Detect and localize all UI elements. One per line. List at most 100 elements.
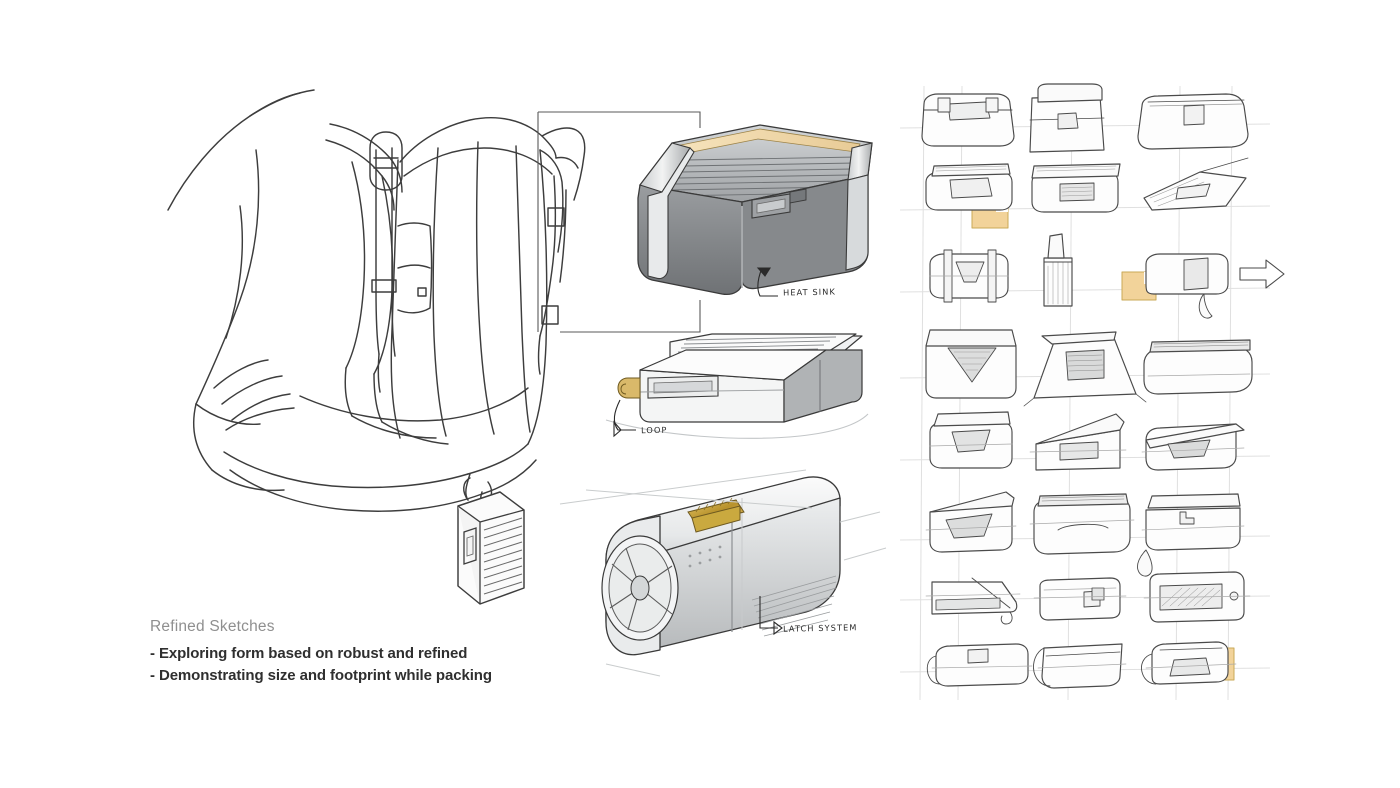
buckle	[369, 131, 403, 191]
backpack-base-right	[467, 443, 529, 475]
thumb-r7c2	[1033, 577, 1127, 621]
backpack-lid-seam	[403, 147, 553, 177]
thumb-r5c2	[1029, 413, 1127, 471]
callout-label-heat-sink: HEAT SINK	[782, 286, 837, 298]
lp-callout-arrow	[613, 399, 636, 438]
backpack-base-seam	[299, 387, 529, 422]
lt-latch	[687, 497, 745, 533]
lp-right-face	[783, 349, 863, 423]
compression-strap-2	[391, 147, 396, 357]
lt-fan-hub	[630, 575, 650, 601]
person-hand	[213, 359, 269, 389]
leader-line-bottom	[560, 300, 701, 333]
strap-keeper	[371, 279, 397, 293]
side-pocket-tab	[417, 287, 427, 297]
hs-left-bevel-2	[647, 147, 695, 280]
backpack-base-2	[229, 469, 483, 512]
right-strap-2	[539, 175, 557, 337]
thumb-r5c1	[929, 411, 1013, 469]
backpack-base-fold-2	[381, 421, 449, 445]
backpack-panel-2	[475, 141, 495, 435]
right-buckle-1	[547, 207, 565, 227]
hs-callout-arrow	[756, 267, 778, 297]
thumb-r6c2	[1029, 493, 1135, 555]
backpack-lid-flap	[541, 127, 586, 201]
lp-seam	[639, 389, 785, 393]
caption-title: Refined Sketches	[150, 618, 275, 635]
person-hand-3	[231, 393, 291, 421]
device-heat-fins	[483, 517, 523, 595]
backpack-base	[223, 451, 469, 489]
render-latch	[559, 469, 887, 677]
person-hand-2	[221, 375, 283, 405]
thumb-r4c1	[925, 329, 1017, 399]
thumb-r8c2	[1033, 643, 1127, 689]
right-strap-1	[539, 149, 564, 253]
backpack-lid-flap-edge	[555, 156, 579, 169]
callout-label-latch-system: LATCH SYSTEM	[782, 622, 858, 634]
hs-handle-inner	[756, 198, 786, 214]
device-handle	[463, 527, 477, 565]
leader-lines	[537, 111, 701, 333]
thumb-r5c3	[1141, 423, 1245, 471]
render-heat-sink	[637, 124, 873, 297]
side-pocket	[397, 222, 433, 314]
right-strap-3	[559, 189, 567, 283]
thumb-r7c1	[925, 577, 1021, 625]
lt-construction-lines	[559, 469, 887, 677]
thumb-r3c2	[1043, 233, 1073, 307]
thumb-r6c3	[1137, 493, 1245, 577]
lp-loop-hole	[620, 383, 627, 395]
attached-device	[457, 491, 525, 605]
backpack-base-right-2	[481, 459, 537, 495]
hs-right-bevel-2	[845, 174, 869, 271]
caption-line-2: - Demonstrating size and footprint while…	[150, 666, 492, 684]
thumb-r4c2	[1023, 331, 1147, 407]
thumb-r1c2	[1029, 83, 1105, 153]
person-forearm	[195, 403, 261, 426]
lt-callout-arrow	[759, 596, 783, 636]
person-hip	[211, 469, 285, 492]
direction-arrow	[1239, 259, 1285, 289]
thumb-r1c3	[1137, 93, 1249, 150]
thumb-r8c3	[1141, 641, 1237, 685]
person-arm	[195, 149, 260, 405]
lp-loop	[617, 377, 641, 399]
callout-label-loop: LOOP	[640, 424, 668, 436]
strap-tail	[377, 353, 381, 393]
compression-strap	[375, 149, 380, 355]
thumb-r1c1	[921, 93, 1015, 147]
person-arm-inner	[225, 205, 244, 339]
backpack-base-fold	[351, 415, 437, 439]
person-torso-lower	[193, 403, 213, 471]
thumb-r6c1	[925, 491, 1017, 553]
person-shoulder	[249, 92, 301, 117]
lp-shadow	[605, 413, 869, 439]
right-buckle-2	[541, 305, 559, 325]
backpack-lid	[399, 117, 557, 163]
hs-latch-detail	[789, 188, 807, 204]
device-hang-loop	[463, 477, 471, 501]
caption-block: Refined Sketches - Exploring form based …	[150, 618, 570, 687]
backpack-panel-1	[432, 147, 447, 437]
thumb-r8c1	[926, 643, 1033, 687]
side-pocket-seam	[397, 264, 431, 269]
thumb-r4c3	[1143, 339, 1253, 395]
shoulder-strap-pad	[345, 161, 366, 369]
thumb-r3c1	[929, 249, 1009, 303]
thumb-r7c3	[1143, 571, 1251, 623]
thumb-r3c3	[1121, 253, 1285, 319]
backpack-hip-belt	[225, 407, 295, 431]
backpack-body-right	[527, 149, 548, 445]
render-loop	[605, 333, 869, 439]
backpack-panel-3	[515, 145, 531, 433]
lt-vent-dots	[688, 545, 722, 568]
thumb-r2c1	[925, 163, 1013, 229]
thumb-r2c3	[1143, 157, 1249, 211]
right-strap-tail	[537, 335, 541, 375]
thumb-r2c2	[1031, 163, 1121, 213]
